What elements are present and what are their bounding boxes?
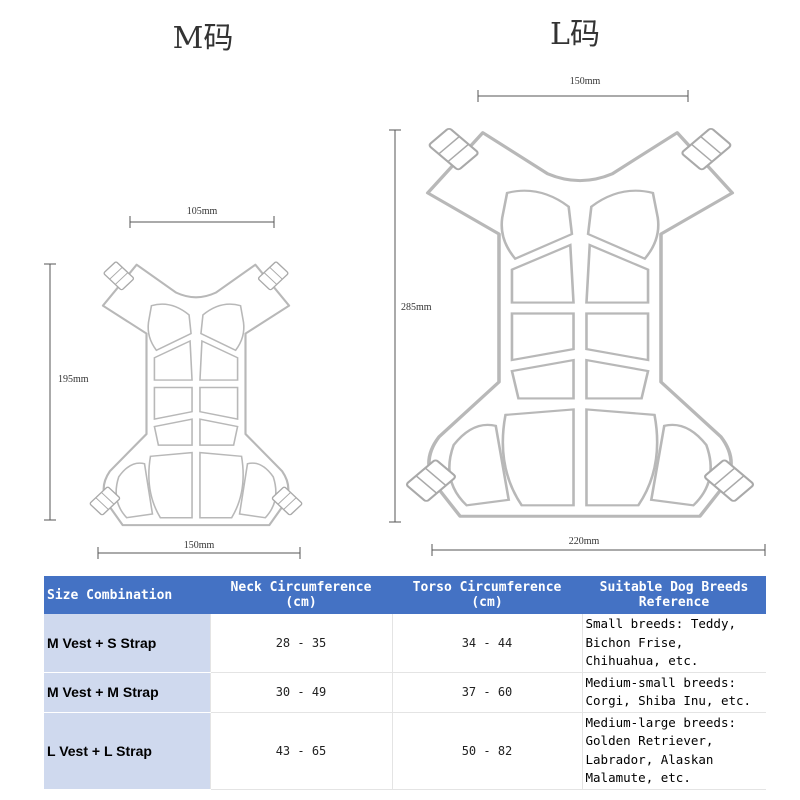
- header-size-combination: Size Combination: [44, 576, 210, 614]
- size-combination-cell: M Vest + M Strap: [44, 672, 210, 713]
- breeds-cell: Medium-large breeds: Golden Retriever, L…: [581, 712, 766, 790]
- size-combination-cell: M Vest + S Strap: [44, 614, 210, 673]
- m-size-title: M码: [173, 21, 234, 56]
- table-header-row: Size Combination Neck Circumference (cm)…: [44, 576, 766, 614]
- m-top-width-label: 105mm: [187, 206, 218, 217]
- neck-range-cell: 28 - 35: [209, 614, 392, 673]
- torso-range-cell: 34 - 44: [391, 614, 582, 673]
- m-bottom-dimension: 150mm: [97, 540, 301, 559]
- m-bottom-width-label: 150mm: [184, 540, 215, 551]
- l-top-width-label: 150mm: [570, 76, 601, 87]
- size-table: Size Combination Neck Circumference (cm)…: [44, 576, 766, 790]
- table-row: M Vest + M Strap 30 - 49 37 - 60 Medium-…: [44, 672, 766, 713]
- size-combination-cell: L Vest + L Strap: [44, 712, 210, 790]
- header-torso-circumference: Torso Circumference (cm): [392, 576, 582, 614]
- breeds-cell: Small breeds: Teddy, Bichon Frise, Chihu…: [581, 614, 766, 673]
- breeds-cell: Medium-small breeds: Corgi, Shiba Inu, e…: [581, 672, 766, 713]
- header-suitable-breeds: Suitable Dog Breeds Reference: [582, 576, 766, 614]
- harness-size-diagram: M码 105mm 195mm 150mm L码 150mm 285mm: [44, 17, 766, 559]
- m-top-dimension: 105mm: [129, 206, 275, 228]
- l-size-title: L码: [550, 17, 600, 52]
- neck-range-cell: 30 - 49: [209, 672, 392, 713]
- m-vest-drawing: [90, 261, 303, 525]
- torso-range-cell: 37 - 60: [391, 672, 582, 713]
- table-row: M Vest + S Strap 28 - 35 34 - 44 Small b…: [44, 614, 766, 673]
- header-neck-circumference: Neck Circumference (cm): [210, 576, 392, 614]
- l-height-label: 285mm: [401, 302, 432, 313]
- l-height-dimension: 285mm: [389, 129, 432, 523]
- m-height-label: 195mm: [58, 374, 89, 385]
- l-bottom-width-label: 220mm: [569, 536, 600, 547]
- l-bottom-dimension: 220mm: [431, 536, 766, 556]
- l-vest-drawing: [406, 128, 754, 516]
- m-height-dimension: 195mm: [44, 263, 89, 521]
- neck-range-cell: 43 - 65: [209, 712, 392, 790]
- l-top-dimension: 150mm: [477, 76, 689, 102]
- torso-range-cell: 50 - 82: [391, 712, 582, 790]
- table-row: L Vest + L Strap 43 - 65 50 - 82 Medium-…: [44, 712, 766, 790]
